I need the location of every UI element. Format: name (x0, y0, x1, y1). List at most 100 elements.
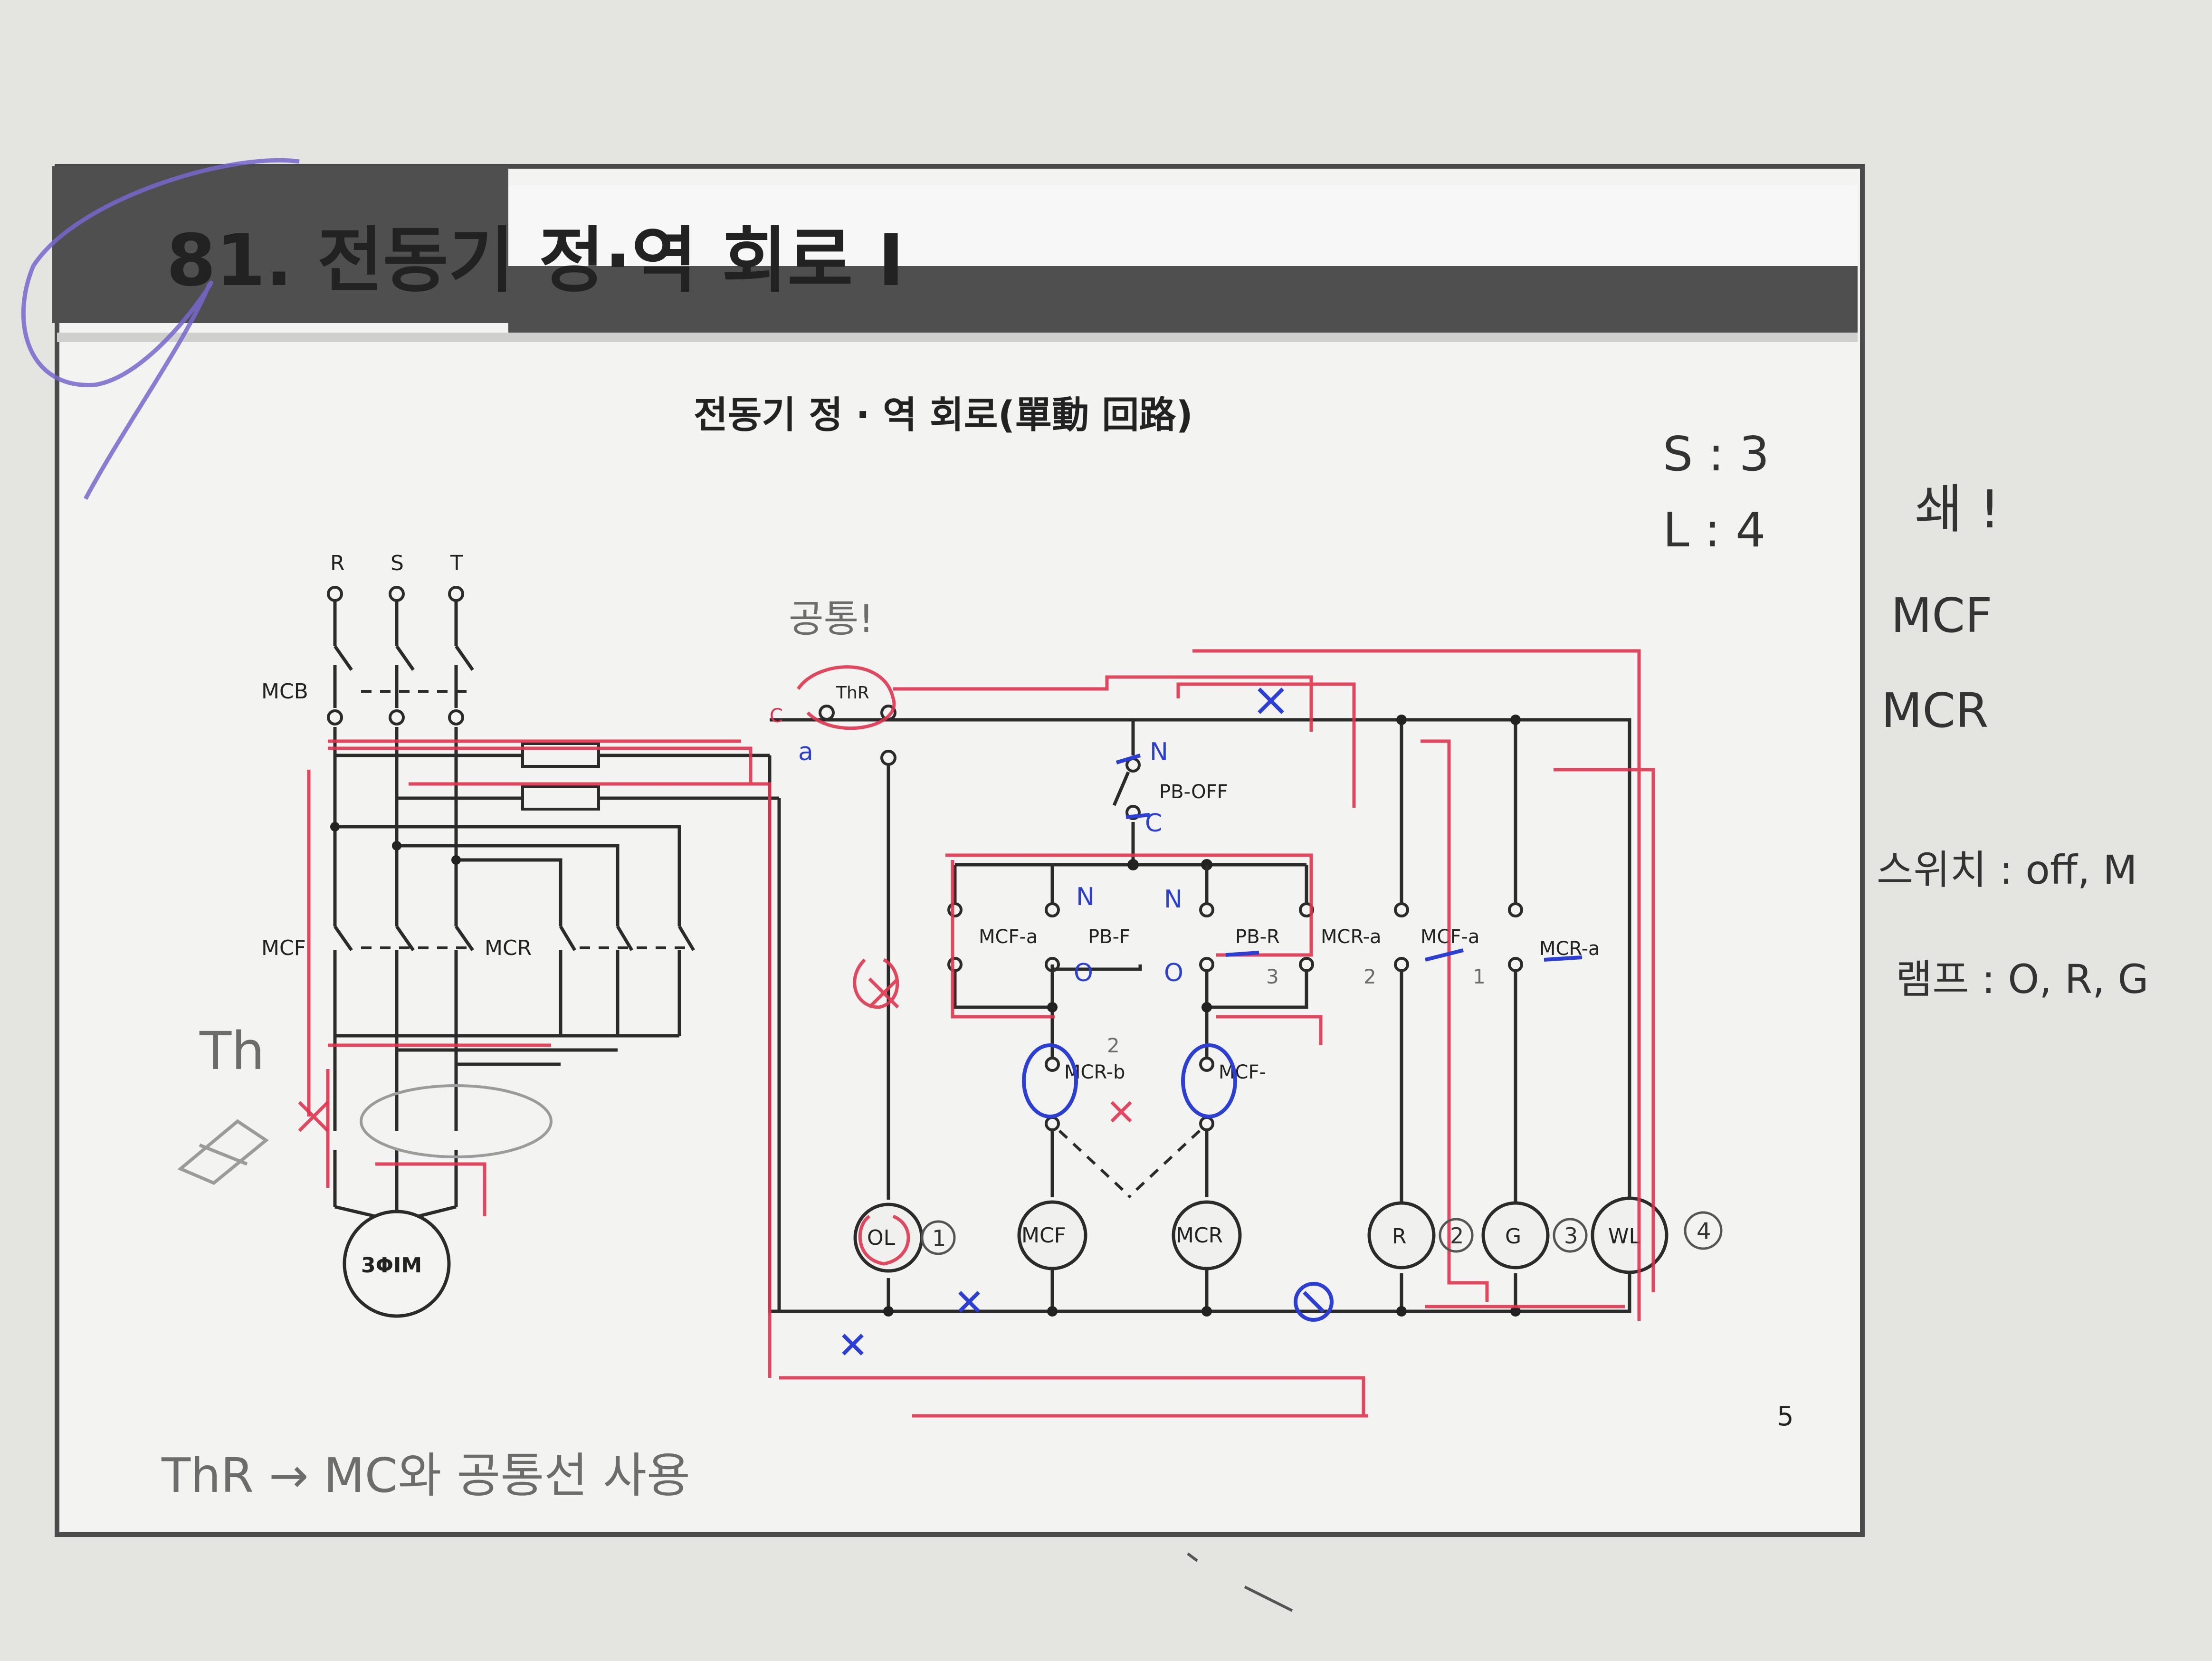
circled-number-1: 1 (932, 1225, 946, 1251)
red-pen-overlay (298, 649, 1655, 1418)
wl-lamp (1591, 1196, 1669, 1274)
reverse-branch-wires (1205, 865, 1308, 1197)
reversing-cross-wires (335, 825, 681, 1066)
pencil-diamond-sketch (177, 1119, 269, 1185)
thr-c-mark: C (770, 705, 783, 727)
r-lamp (1367, 1201, 1436, 1270)
mcf-coil-label: MCF (1021, 1223, 1066, 1248)
note-l-count: L : 4 (1663, 502, 1766, 558)
mcf-b-interlock-label: MCF- (1219, 1061, 1266, 1083)
side-note-mcf: MCF (1891, 588, 1993, 643)
thr-label: ThR (836, 683, 869, 703)
common-note: 공통! (789, 597, 874, 641)
red-circle-thr (797, 665, 896, 730)
mcf-contacts (334, 925, 474, 952)
diagram-title: 전동기 정 · 역 회로(單動 回路) (694, 394, 1193, 437)
blue-x-bottom-2 (842, 1334, 864, 1356)
blue-circle-mcfb (1181, 1043, 1237, 1118)
pb-r-label: PB-R (1235, 926, 1280, 948)
circled-number-2-ring (1439, 1218, 1474, 1253)
mcb-contacts (334, 645, 474, 671)
power-circuit: R S T MCB MCF MCR 3ΦIM (261, 551, 779, 1318)
pb-f-label: PB-F (1088, 926, 1130, 948)
red-x-motor (298, 1101, 329, 1132)
circled-number-2: 2 (1450, 1223, 1464, 1249)
mcr-contact-wires (559, 869, 681, 1036)
off-c-mark: C (1145, 809, 1162, 838)
circled-number-4: 4 (1697, 1218, 1711, 1245)
control-tap-wires (335, 754, 779, 800)
blue-circle-bottom (1294, 1282, 1334, 1322)
left-pencil-note: Th (199, 1021, 265, 1081)
phase-label-s: S (391, 551, 404, 575)
phase-label-r: R (330, 551, 345, 575)
pbf-link (1050, 964, 1142, 971)
slide-frame (55, 164, 1865, 1537)
off-n-mark: N (1150, 738, 1168, 766)
mcra-number: 2 (1363, 965, 1376, 988)
pbr-number: 3 (1266, 965, 1279, 988)
pbr-n-mark: N (1164, 885, 1182, 914)
pbf-o-mark: O (1074, 959, 1093, 987)
mcr-a-self-label: MCR-a (1321, 926, 1382, 948)
header-bar-right (508, 266, 1858, 333)
circled-number-1-ring (921, 1220, 956, 1255)
motor-symbol (343, 1210, 451, 1318)
red-circle-ol (858, 1214, 910, 1266)
red-x-interlock (1110, 1101, 1132, 1123)
note-s-count: S : 3 (1663, 426, 1769, 482)
ol-label: OL (867, 1226, 896, 1250)
motor-label: 3ΦIM (361, 1253, 422, 1278)
phase-label-t: T (450, 551, 463, 575)
mcb-label: MCB (261, 679, 308, 704)
header-bar-left (52, 166, 508, 323)
purple-marker-loop (21, 158, 300, 500)
mcr-coil-label: MCR (1176, 1223, 1223, 1248)
circled-number-3: 3 (1564, 1223, 1578, 1249)
mcr-contacts (559, 926, 696, 951)
pencil-ellipse (360, 1084, 553, 1158)
thr-a-mark: a (798, 738, 813, 766)
lamp-mcr-a-label: MCR-a (1539, 938, 1600, 960)
wl-lamp-label: WL (1608, 1224, 1641, 1249)
blue-underlines (1116, 754, 1583, 962)
mcf-a-self-label: MCF-a (979, 926, 1038, 948)
red-trace-4 (1421, 739, 1625, 1308)
blue-x-top (1258, 687, 1284, 714)
page-number: 5 (1777, 1401, 1794, 1432)
circled-number-4-ring (1684, 1211, 1723, 1250)
header-underline (57, 333, 1858, 342)
mechanical-interlock-dashes (1058, 1129, 1201, 1199)
side-note-switch: 스위치 : off, M (1877, 847, 2137, 893)
red-trace-2 (893, 649, 1655, 1321)
g-lamp (1481, 1201, 1550, 1270)
mcfa-number: 1 (1473, 965, 1486, 988)
g-lamp-label: G (1505, 1224, 1521, 1249)
side-note-lamp: 램프 : O, R, G (1896, 956, 2149, 1002)
mcf-power-label: MCF (261, 936, 306, 960)
pb-off-label: PB-OFF (1159, 781, 1228, 803)
red-trace-5 (307, 770, 551, 1216)
control-circuit: ThR OL PB-OFF MCF-a PB-F MCR-b MCF PB-R … (768, 683, 1669, 1317)
mcrb-number: 2 (1107, 1034, 1120, 1057)
blue-circle-mcrb (1022, 1043, 1078, 1118)
forward-branch-wires (953, 865, 1054, 1197)
side-note-mcr: MCR (1881, 683, 1989, 738)
side-note-title: 쇄 ! (1915, 479, 2000, 540)
r-lamp-label: R (1392, 1224, 1407, 1249)
pb-off-contact (1112, 771, 1130, 806)
pbf-n-mark: N (1076, 883, 1095, 911)
handwritten-annotations: 공통! C 3 2 1 2 1 2 3 4 S : 3 L : 4 쇄 ! MC… (161, 426, 2149, 1503)
header-title: 81. 전동기 정·역 회로 I (166, 220, 904, 302)
blue-x-bottom-1 (958, 1291, 980, 1313)
bottom-pencil-note: ThR → MC와 공통선 사용 (161, 1448, 690, 1503)
circled-number-3-ring (1553, 1218, 1588, 1253)
pbr-o-mark: O (1164, 959, 1183, 987)
stray-ink-marks (1187, 1552, 1293, 1612)
red-trace-3 (945, 853, 1323, 1045)
red-x-ol-branch (853, 958, 899, 1009)
mcr-power-label: MCR (485, 936, 532, 960)
red-trace-1 (328, 739, 1368, 1418)
